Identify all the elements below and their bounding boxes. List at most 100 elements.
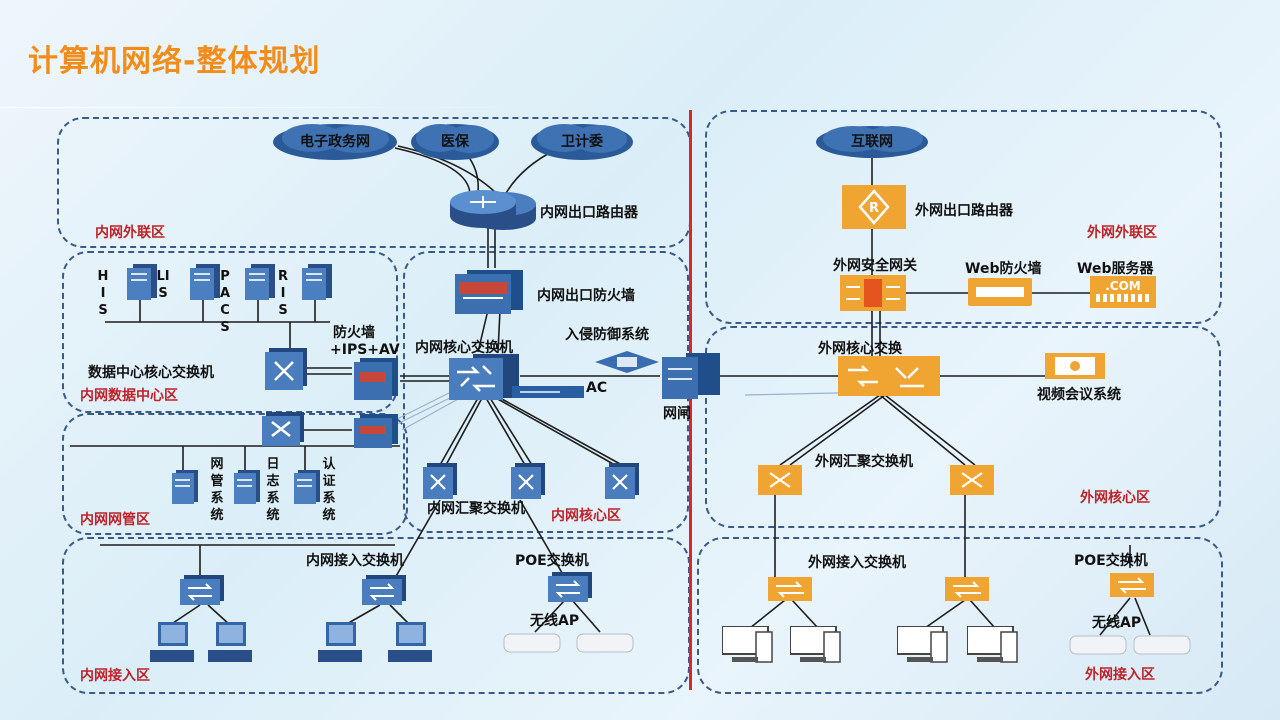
network-divider [689,110,692,690]
outer-gateway-icon [840,275,906,315]
zone-label-outer-core: 外网核心区 [1080,490,1150,506]
outer-core-switch-icon [838,356,940,400]
zone-inner-datacenter [62,251,398,413]
server-pacs-label: PACS [219,269,231,335]
log-server-icon [232,470,262,508]
outer-agg-switch-1-icon [758,465,802,499]
server-lis-icon [188,264,222,304]
gatekeeper-label: 网闸 [663,406,691,422]
ac-icon [512,384,586,404]
title-rule [0,107,560,108]
log-label: 日志系统 [266,457,280,523]
mgmt-switch-icon [260,412,306,450]
server-pacs-icon [243,264,277,304]
video-conf-label: 视频会议系统 [1037,387,1121,403]
inner-ap-label: 无线AP [530,613,580,629]
outer-router-label: 外网出口路由器 [915,203,1013,219]
web-firewall-label: Web防火墙 [965,261,1042,277]
dc-firewall-label-1: 防火墙 [333,325,375,341]
zone-label-outer-access: 外网接入区 [1085,667,1155,683]
inner-core-switch-icon [447,352,523,406]
dc-firewall-icon [352,358,398,404]
outer-pc-1-icon [721,625,774,668]
cloud-health-commission-label: 卫计委 [561,134,603,150]
zone-outer-core [705,326,1221,528]
inner-ap-1-icon [502,632,562,658]
outer-access-switch-1-icon [768,577,812,605]
dc-core-switch-label: 数据中心核心交换机 [88,365,214,381]
server-lis-label: LIS [156,269,170,301]
video-conf-icon [1045,353,1105,383]
inner-agg-switch-label: 内网汇聚交换机 [427,501,525,517]
outer-ap-2-icon [1132,634,1192,660]
web-firewall-icon [968,278,1032,310]
inner-access-switch-1-icon [180,575,226,609]
inner-pc-1-icon [150,622,196,670]
server-his-label: HIS [97,269,109,318]
inner-agg-switch-1-icon [423,463,459,503]
server-ris-icon [300,264,334,304]
inner-router-label: 内网出口路由器 [540,205,638,221]
ips-label: 入侵防御系统 [565,327,649,343]
outer-core-switch-label: 外网核心交换 [818,341,902,357]
outer-ap-label: 无线AP [1092,615,1142,631]
zone-label-inner-mgmt: 内网网管区 [80,512,150,528]
inner-agg-switch-2-icon [511,463,547,503]
outer-ap-1-icon [1068,634,1128,660]
auth-label: 认证系统 [322,457,336,523]
inner-ap-2-icon [575,632,635,658]
zone-label-inner-access: 内网接入区 [80,668,150,684]
zone-outer-access [697,537,1223,694]
web-server-badge: .COM [1105,279,1141,293]
outer-access-switch-2-icon [945,577,989,605]
inner-router-icon [448,188,538,236]
netmgmt-label: 网管系统 [210,457,224,523]
outer-agg-switch-label: 外网汇聚交换机 [815,454,913,470]
cloud-medical-insurance: 医保 [410,122,500,162]
inner-access-switch-label: 内网接入交换机 [306,553,404,569]
inner-firewall-icon [453,268,525,318]
mgmt-firewall-icon [352,414,398,452]
zone-label-inner-core: 内网核心区 [551,508,621,524]
inner-poe-label: POE交换机 [515,553,589,569]
inner-agg-switch-3-icon [605,463,641,503]
outer-pc-4-icon [966,625,1019,668]
inner-pc-4-icon [388,622,434,670]
inner-pc-2-icon [208,622,254,670]
outer-router-icon: R [842,185,906,233]
ips-icon [595,351,659,377]
svg-text:R: R [869,201,879,216]
outer-access-switch-label: 外网接入交换机 [808,555,906,571]
outer-agg-switch-2-icon [950,465,994,499]
inner-firewall-label: 内网出口防火墙 [537,288,635,304]
web-server-label: Web服务器 [1077,261,1154,277]
inner-access-switch-2-icon [362,575,408,609]
netmgmt-server-icon [170,470,200,508]
zone-label-inner-external: 内网外联区 [95,225,165,241]
outer-poe-label: POE交换机 [1074,553,1148,569]
zone-label-inner-datacenter: 内网数据中心区 [80,388,178,404]
page-title: 计算机网络-整体规划 [28,44,321,79]
outer-pc-2-icon [789,625,842,668]
outer-gateway-label: 外网安全网关 [833,258,917,274]
inner-poe-switch-icon [548,572,594,606]
gatekeeper-icon [660,353,722,403]
inner-pc-3-icon [318,622,364,670]
cloud-egov: 电子政务网 [272,122,398,162]
web-server-icon: .COM [1090,276,1156,308]
server-his-icon [125,264,159,304]
zone-inner-mgmt [62,413,408,535]
dc-firewall-label-2: +IPS+AV [330,342,400,358]
dc-core-switch-icon [263,348,309,394]
cloud-internet-label: 互联网 [851,134,893,150]
zone-label-outer-external: 外网外联区 [1087,225,1157,241]
ac-label: AC [586,380,608,396]
zone-outer-external [705,110,1222,324]
inner-core-switch-label: 内网核心交换机 [415,340,513,356]
outer-poe-switch-icon [1110,573,1154,601]
server-ris-label: RIS [277,269,288,318]
cloud-egov-label: 电子政务网 [300,134,370,150]
cloud-internet: 互联网 [815,124,929,160]
cloud-health-commission: 卫计委 [530,122,634,162]
